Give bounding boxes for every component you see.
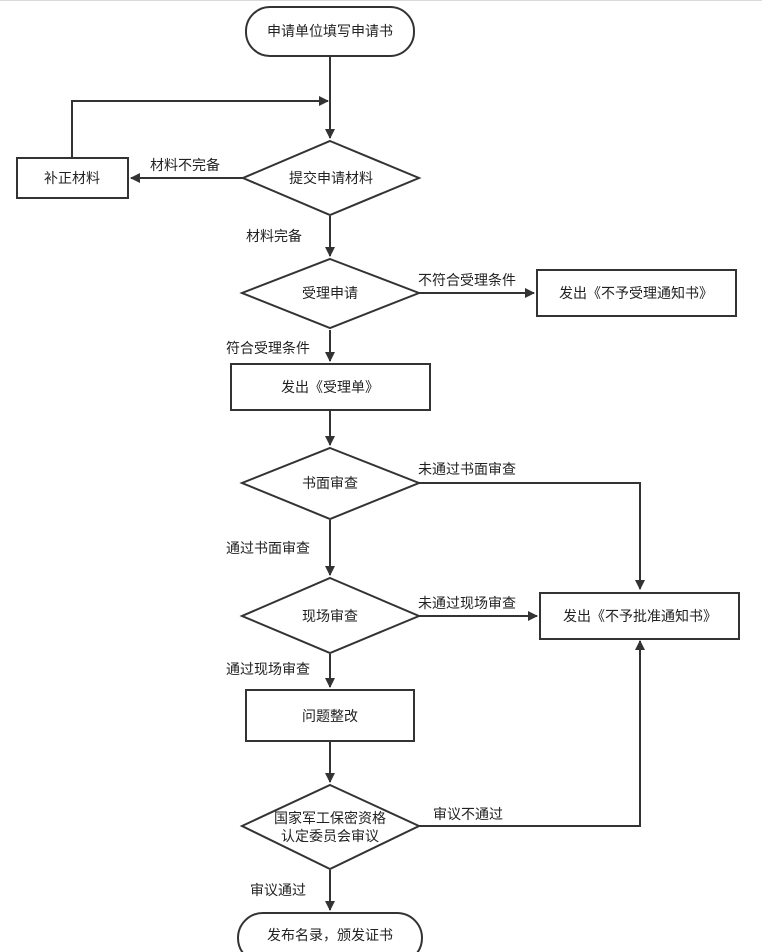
- reject-notice-label: 发出《不予受理通知书》: [559, 285, 713, 302]
- connectors: [71, 57, 645, 911]
- accept-decision-label: 受理申请: [302, 286, 358, 302]
- written-review-decision: 书面审查: [239, 446, 422, 521]
- top-border: [0, 0, 762, 1]
- accept-decision: 受理申请: [239, 257, 422, 330]
- submit-decision: 提交申请材料: [240, 139, 422, 217]
- reject-notice-box: 发出《不予受理通知书》: [536, 269, 737, 317]
- edge-correct-back-to-submit: [71, 96, 329, 157]
- deny-notice-label: 发出《不予批准通知书》: [563, 608, 717, 625]
- label-qualified: 符合受理条件: [226, 340, 310, 357]
- start-node-label: 申请单位填写申请书: [267, 24, 393, 40]
- committee-decision: 国家军工保密资格 认定委员会审议: [239, 783, 422, 871]
- deny-notice-box: 发出《不予批准通知书》: [539, 592, 740, 640]
- written-review-label: 书面审查: [302, 476, 358, 492]
- label-onsite-pass: 通过现场审查: [226, 662, 310, 678]
- edge-committee-to-deny-notice: [419, 640, 645, 827]
- edge-labels: 材料不完备 材料完备 不符合受理条件 符合受理条件 未通过书面审查 通过书面审查…: [150, 157, 516, 899]
- end-node: 发布名录，颁发证书: [237, 912, 423, 952]
- receipt-box: 发出《受理单》: [230, 363, 431, 411]
- committee-label-line2: 认定委员会审议: [281, 829, 379, 845]
- label-review-fail: 审议不通过: [433, 807, 503, 823]
- label-complete: 材料完备: [246, 228, 302, 245]
- committee-label-line1: 国家军工保密资格: [274, 810, 386, 827]
- rectify-box: 问题整改: [245, 689, 415, 742]
- label-onsite-fail: 未通过现场审查: [418, 596, 516, 612]
- start-node: 申请单位填写申请书: [245, 6, 415, 57]
- correct-materials-label: 补正材料: [44, 171, 100, 187]
- correct-materials-box: 补正材料: [16, 157, 129, 199]
- label-incomplete: 材料不完备: [150, 157, 220, 174]
- label-written-fail: 未通过书面审查: [418, 462, 516, 478]
- onsite-review-label: 现场审查: [302, 609, 358, 625]
- onsite-review-decision: 现场审查: [239, 576, 422, 655]
- end-node-label: 发布名录，颁发证书: [267, 928, 393, 944]
- rectify-label: 问题整改: [302, 709, 358, 725]
- label-review-pass: 审议通过: [250, 883, 306, 899]
- label-written-pass: 通过书面审查: [226, 541, 310, 557]
- label-not-qualified: 不符合受理条件: [418, 272, 516, 289]
- submit-decision-label: 提交申请材料: [289, 170, 373, 187]
- receipt-label: 发出《受理单》: [281, 380, 379, 396]
- edge-written-review-to-deny-notice: [419, 482, 645, 590]
